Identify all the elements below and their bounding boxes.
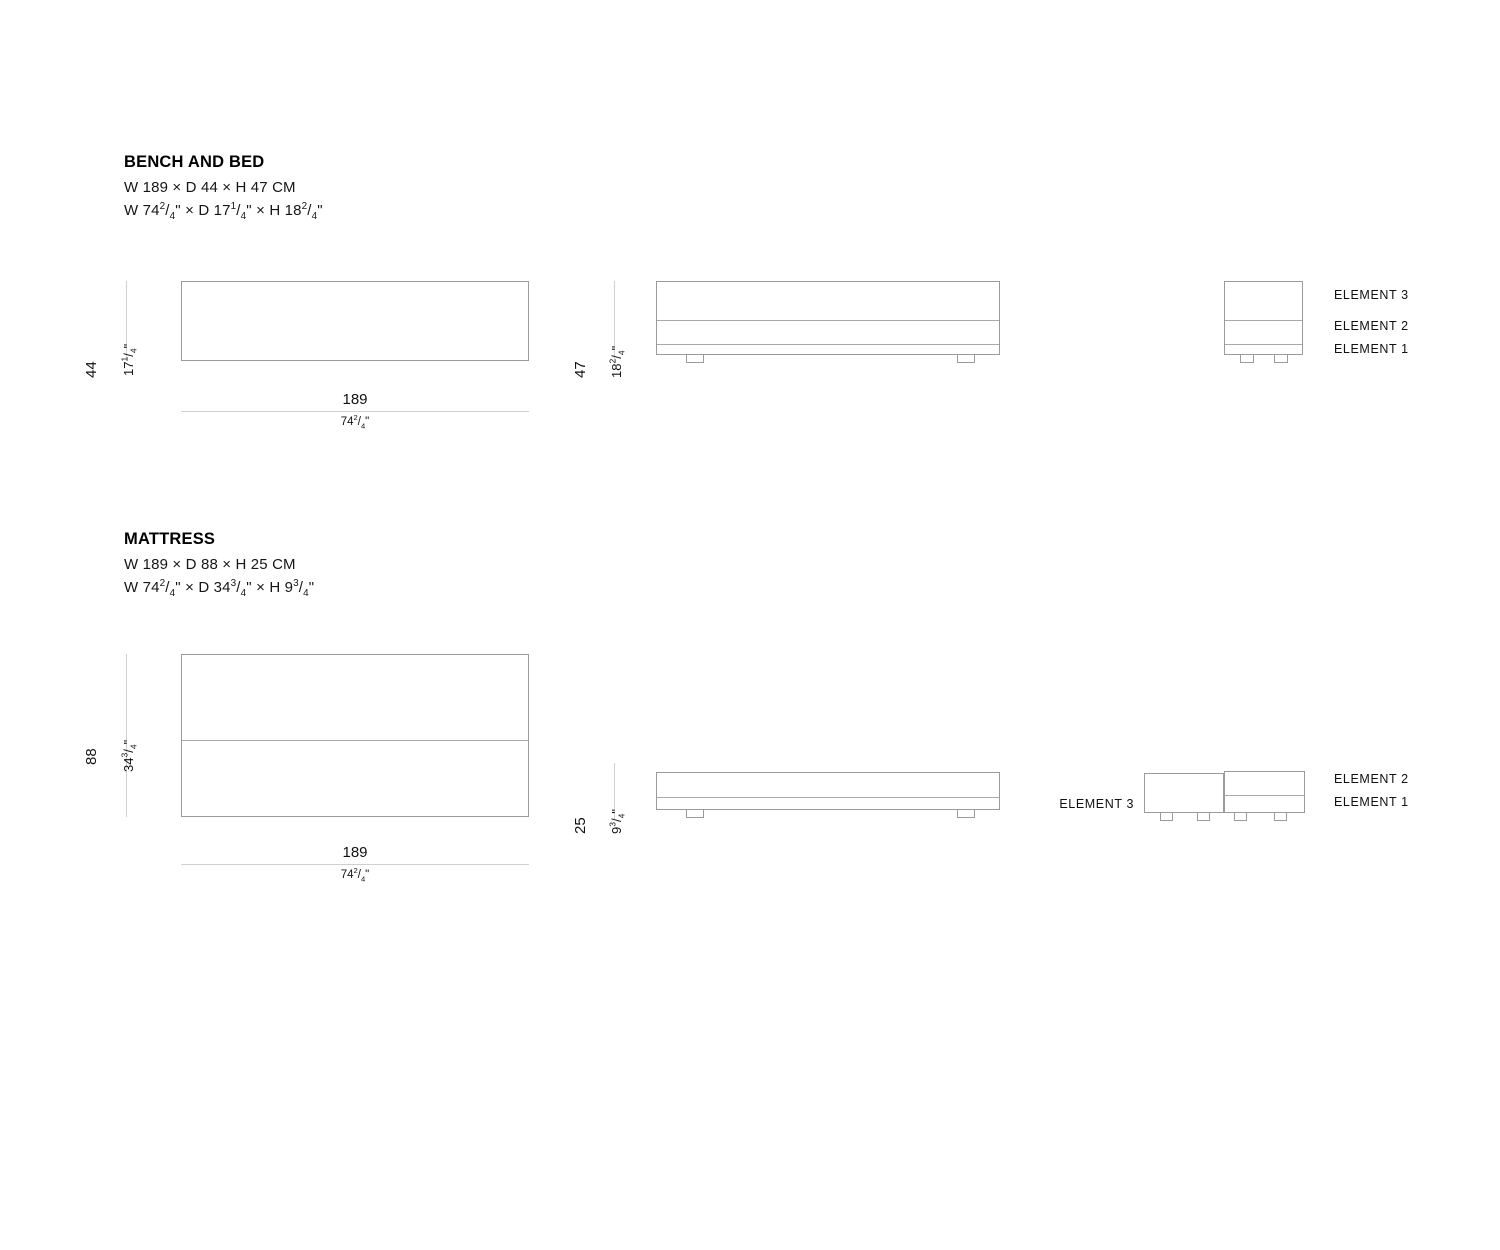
mattress-width-cm: 189 (342, 844, 368, 861)
bench-front-foot-left (686, 355, 704, 363)
mattress-dims-cm: W 189 × D 88 × H 25 CM (124, 556, 296, 573)
mattress-dims-in: W 742/4" × D 343/4" × H 93/4" (124, 578, 315, 599)
mattress-width-in: 742/4" (340, 866, 370, 884)
bench-front-divider-lower (657, 344, 999, 345)
bench-and-bed-dims-in: W 742/4" × D 171/4" × H 182/4" (124, 201, 323, 222)
mattress-front-foot-right (957, 810, 975, 818)
bench-and-bed-title: BENCH AND BED (124, 153, 265, 171)
bench-side-foot-right (1274, 355, 1288, 363)
mattress-height-in: 93/4" (607, 808, 627, 834)
bench-front-divider-upper (657, 320, 999, 321)
bench-element-3-label: ELEMENT 3 (1334, 288, 1409, 302)
bench-side-divider-lower (1225, 344, 1302, 345)
mattress-depth-cm: 88 (83, 748, 100, 765)
mattress-side-foot-2 (1197, 813, 1210, 821)
mattress-top-divider (182, 740, 528, 741)
bench-element-2-label: ELEMENT 2 (1334, 319, 1409, 333)
bench-side-divider-upper (1225, 320, 1302, 321)
mattress-side-foot-3 (1234, 813, 1247, 821)
mattress-side-divider (1225, 795, 1304, 796)
mattress-front-foot-left (686, 810, 704, 818)
mattress-side-view-right-block (1224, 771, 1305, 813)
mattress-spec-block: MATTRESS W 189 × D 88 × H 25 CM W 742/4"… (124, 529, 314, 599)
mattress-side-view-left-block (1144, 773, 1224, 813)
bench-front-foot-right (957, 355, 975, 363)
bench-front-view-outline (656, 281, 1000, 355)
bench-and-bed-spec-block: BENCH AND BED W 189 × D 44 × H 47 CM W 7… (124, 152, 323, 222)
mattress-side-foot-4 (1274, 813, 1287, 821)
bench-width-dim-line (181, 411, 529, 412)
bench-depth-in: 171/4" (119, 343, 139, 376)
mattress-depth-dim-line (126, 654, 127, 817)
mattress-front-divider (657, 797, 999, 798)
mattress-element-2-label: ELEMENT 2 (1334, 772, 1409, 786)
bench-width-in: 742/4" (340, 413, 370, 431)
bench-element-1-label: ELEMENT 1 (1334, 342, 1409, 356)
bench-side-foot-left (1240, 355, 1254, 363)
bench-width-cm: 189 (342, 391, 368, 408)
mattress-width-dim-line (181, 864, 529, 865)
mattress-top-view-outline (181, 654, 529, 817)
mattress-side-foot-1 (1160, 813, 1173, 821)
mattress-front-view-outline (656, 772, 1000, 810)
mattress-element-1-label: ELEMENT 1 (1334, 795, 1409, 809)
mattress-height-dim-line (614, 763, 615, 819)
bench-depth-dim-line (126, 281, 127, 361)
mattress-depth-in: 343/4" (119, 739, 139, 772)
bench-top-view-outline (181, 281, 529, 361)
bench-and-bed-dims-cm: W 189 × D 44 × H 47 CM (124, 179, 296, 196)
mattress-title: MATTRESS (124, 530, 216, 548)
mattress-height-cm: 25 (572, 817, 589, 834)
mattress-element-3-label: ELEMENT 3 (1059, 797, 1134, 811)
bench-side-view-outline (1224, 281, 1303, 355)
bench-height-in: 182/4" (607, 345, 627, 378)
bench-height-cm: 47 (572, 361, 589, 378)
bench-height-dim-line (614, 281, 615, 363)
bench-depth-cm: 44 (83, 361, 100, 378)
